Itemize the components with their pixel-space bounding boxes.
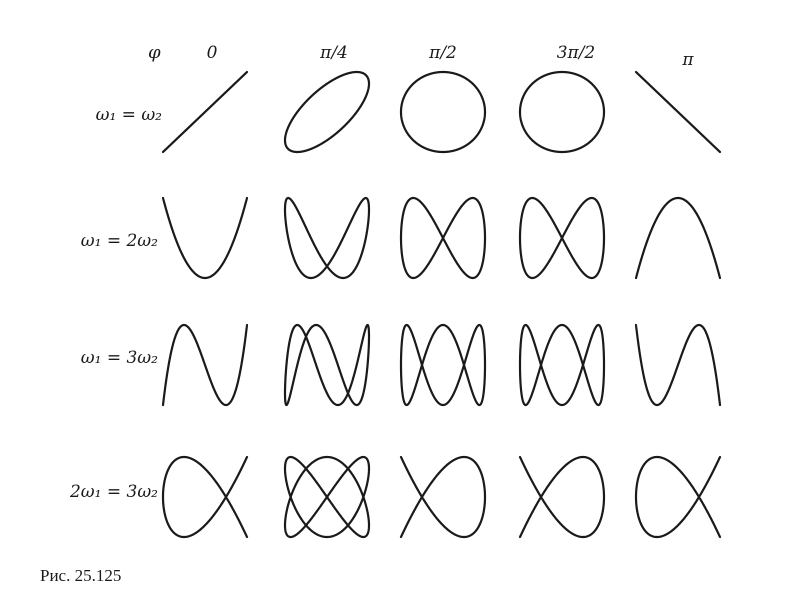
lissajous-curve-r4-c4	[518, 455, 606, 539]
row-label-ratio-3-to-2: 2ω₁ = 3ω₂	[69, 482, 158, 502]
lissajous-curve-r4-c5	[634, 455, 722, 539]
row-label-equal-frequencies: ω₁ = ω₂	[96, 105, 163, 125]
lissajous-curve-r2-c1	[161, 196, 249, 280]
column-label-pi: π	[681, 50, 694, 70]
lissajous-curve-r4-c3	[399, 455, 487, 539]
column-label-3pi-over-2: 3π/2	[557, 43, 596, 63]
lissajous-curve-r3-c4	[518, 323, 606, 407]
lissajous-curve-r1-c4	[518, 70, 606, 154]
lissajous-curve-r1-c3	[399, 70, 487, 154]
lissajous-curve-r4-c1	[161, 455, 249, 539]
lissajous-curve-r2-c3	[399, 196, 487, 280]
row-label-ratio-2: ω₁ = 2ω₂	[81, 231, 158, 251]
lissajous-curve-r2-c5	[634, 196, 722, 280]
lissajous-curve-r2-c4	[518, 196, 606, 280]
lissajous-curve-r1-c5	[634, 70, 722, 154]
lissajous-curve-r4-c2	[283, 455, 371, 539]
lissajous-curve-r3-c5	[634, 323, 722, 407]
column-label-pi-over-2: π/2	[428, 43, 457, 63]
column-label-pi-over-4: π/4	[319, 43, 348, 63]
lissajous-curve-r3-c2	[283, 323, 371, 407]
column-label-0: 0	[207, 43, 218, 63]
row-label-ratio-3: ω₁ = 3ω₂	[81, 348, 158, 368]
lissajous-curve-r3-c1	[161, 323, 249, 407]
phase-axis-label: φ	[148, 42, 161, 63]
lissajous-curve-r1-c2	[283, 70, 371, 154]
lissajous-curve-r3-c3	[399, 323, 487, 407]
lissajous-curve-r1-c1	[161, 70, 249, 154]
figure-caption: Рис. 25.125	[40, 566, 122, 585]
lissajous-curves	[161, 70, 722, 539]
lissajous-curve-r2-c2	[283, 196, 371, 280]
